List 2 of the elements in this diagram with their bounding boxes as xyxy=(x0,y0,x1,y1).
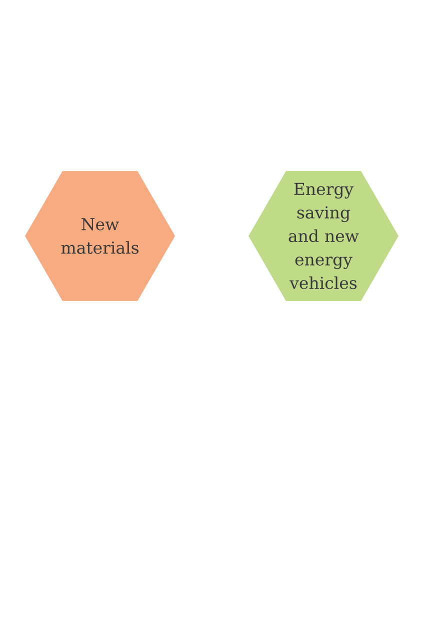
hexagon: New materials xyxy=(25,171,175,301)
hexagon: Energy saving and new energy vehicles xyxy=(248,171,398,301)
